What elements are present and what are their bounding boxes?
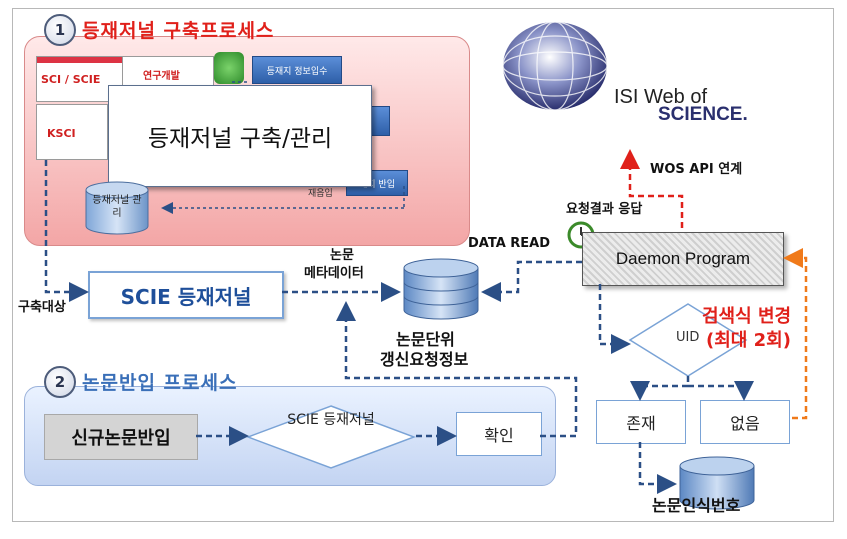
wos-api-label: WOS API 연계 bbox=[650, 162, 743, 177]
isi-globe-icon bbox=[502, 21, 608, 111]
paper-meta-line2: 메타데이터 bbox=[304, 266, 364, 281]
journal-db-icon bbox=[85, 181, 149, 235]
search-change-limit: (최대 2회) bbox=[706, 330, 791, 351]
new-paper-box: 신규논문반입 bbox=[44, 414, 198, 460]
collect-info-label: 등재지 정보입수 bbox=[252, 56, 342, 84]
network-icon bbox=[214, 52, 244, 84]
paper-id-db-icon bbox=[679, 456, 755, 510]
screen-thumb-bar bbox=[37, 57, 125, 63]
scie-decision-label: SCIE 등재저널 bbox=[287, 412, 375, 428]
section1-badge: 1 bbox=[44, 14, 76, 46]
search-change-label: 검색식 변경 bbox=[702, 306, 792, 327]
section1-title: 등재저널 구축프로세스 bbox=[82, 20, 275, 42]
request-db-line2: 갱신요청정보 bbox=[380, 350, 469, 369]
journal-db-label: 등재저널 관리 bbox=[92, 195, 142, 219]
logo-science: SCIENCE. bbox=[658, 104, 748, 125]
screen-tag-sci: SCI / SCIE bbox=[41, 73, 101, 86]
screen-thumb-ksci: KSCI bbox=[36, 104, 108, 160]
logo-web-of: ISI Web of bbox=[614, 86, 708, 108]
screen-tag-research: 연구개발 bbox=[143, 71, 180, 82]
screen-tag-ksci: KSCI bbox=[47, 127, 76, 140]
confirm-box: 확인 bbox=[456, 412, 542, 456]
paper-meta-line1: 논문 bbox=[330, 248, 354, 263]
uid-label: UID bbox=[676, 330, 700, 345]
request-db-icon bbox=[403, 258, 479, 320]
data-read-label: DATA READ bbox=[468, 236, 551, 251]
section2-title: 논문반입 프로세스 bbox=[82, 372, 238, 394]
none-box: 없음 bbox=[700, 400, 790, 444]
paper-id-label: 논문인식번호 bbox=[652, 496, 741, 515]
scie-decision-diamond bbox=[246, 405, 416, 469]
small-label: 재읍입 bbox=[308, 189, 333, 199]
scie-journal-box: SCIE 등재저널 bbox=[88, 271, 284, 319]
request-response-label: 요청결과 응답 bbox=[566, 202, 643, 217]
daemon-program-box: Daemon Program bbox=[582, 232, 784, 286]
request-db-line1: 논문단위 bbox=[396, 330, 455, 349]
build-target-label: 구축대상 bbox=[18, 300, 66, 315]
section2-badge: 2 bbox=[44, 366, 76, 398]
journal-build-box: 등재저널 구축/관리 bbox=[108, 85, 372, 187]
